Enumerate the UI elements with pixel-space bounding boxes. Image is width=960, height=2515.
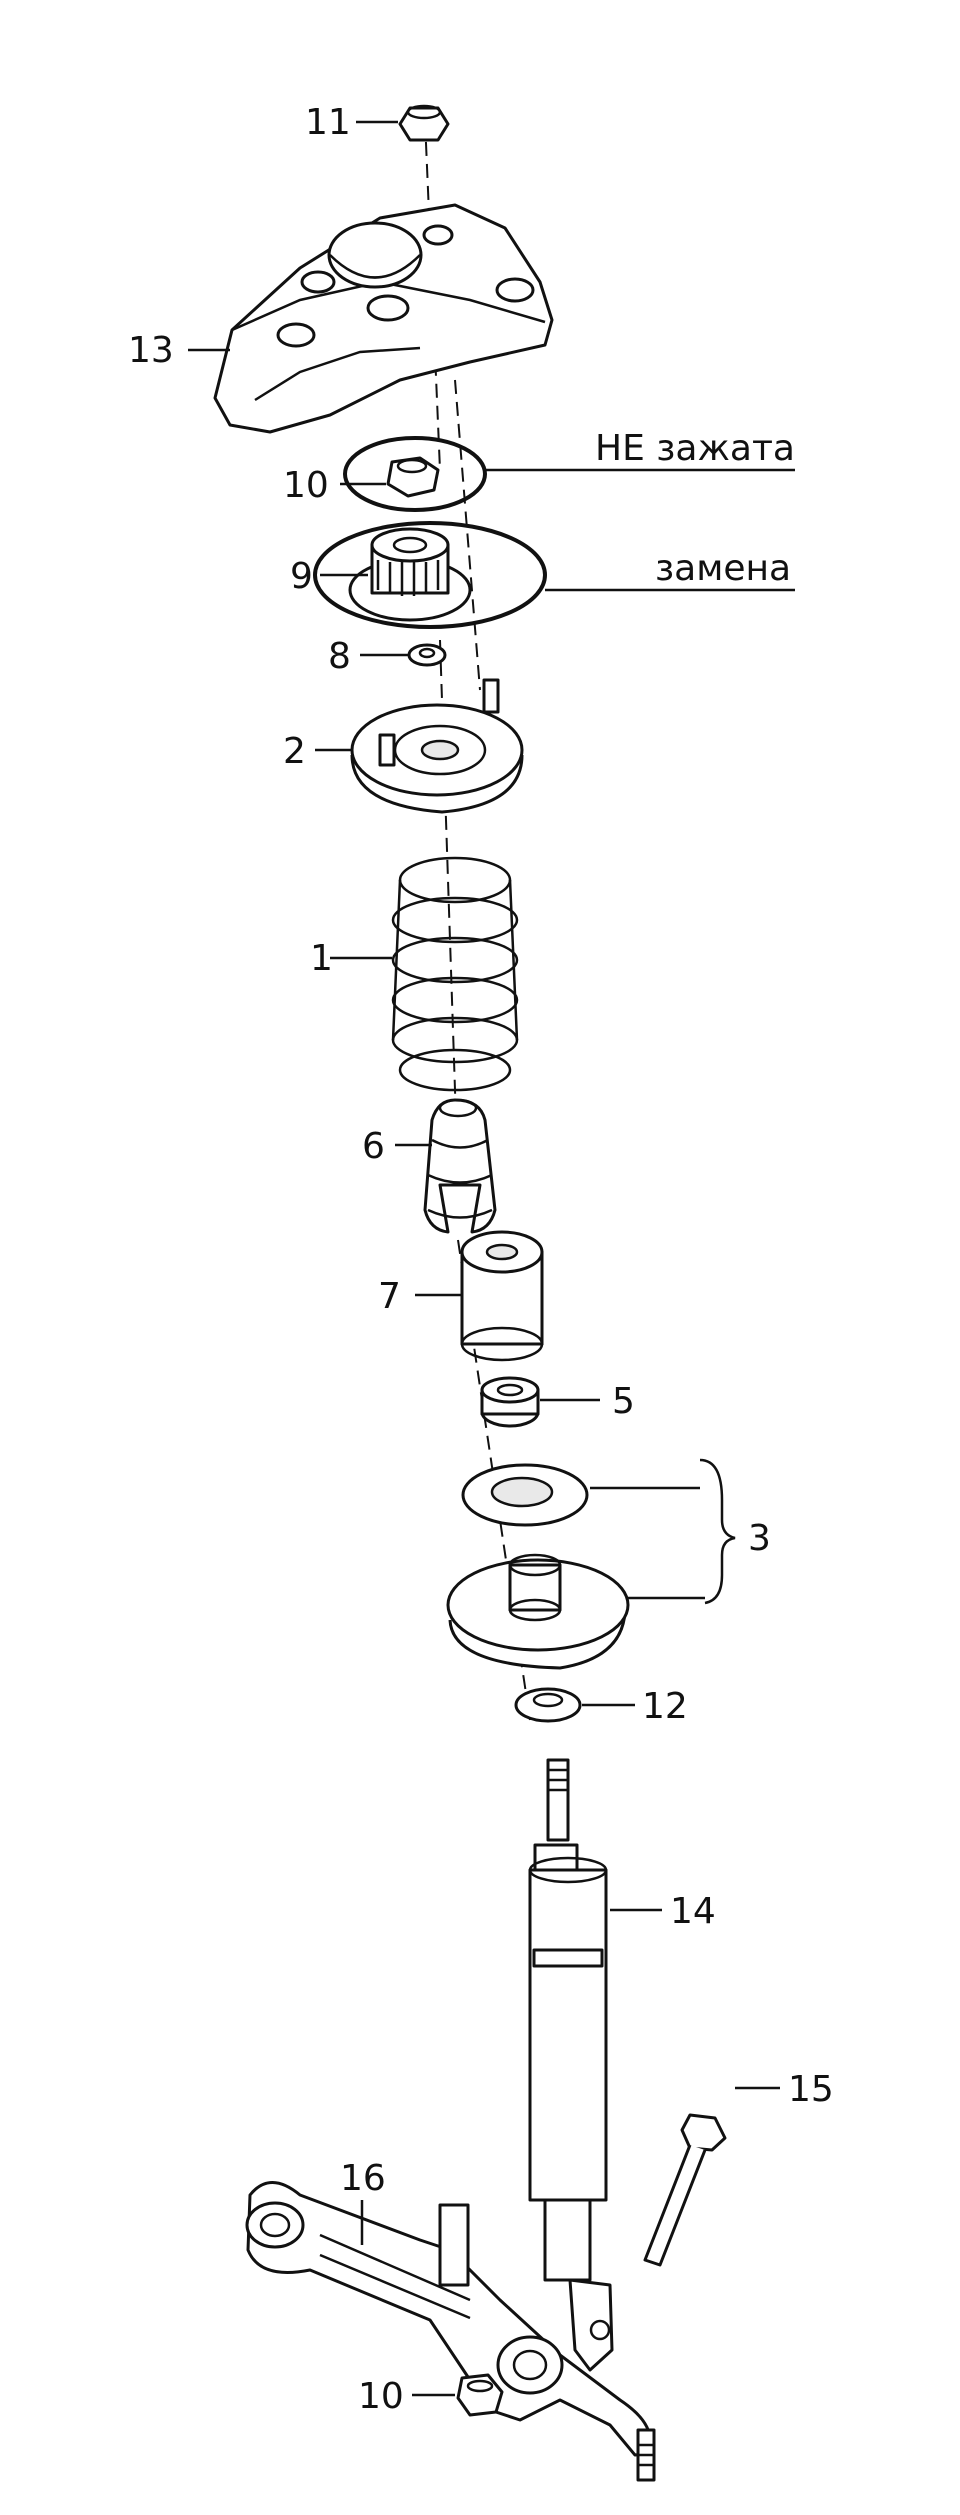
part-2-spring-seat	[350, 678, 524, 814]
part-5-sleeve	[480, 1376, 540, 1428]
callout-2: 2	[283, 731, 306, 772]
callout-labels: 11 13 10 9 8 2 1 6 7 5 3 12 14 15 16 10	[128, 102, 834, 2417]
part-14-shock-absorber	[528, 1758, 614, 2372]
callout-12: 12	[642, 1686, 688, 1727]
callout-13: 13	[128, 330, 174, 371]
part-10-lower-nut	[456, 2373, 504, 2417]
part-3-lower-spring-seats	[446, 1463, 630, 1670]
part-11-top-nut	[398, 104, 450, 142]
part-7-dust-boot	[460, 1230, 544, 1362]
callout-10-upper: 10	[283, 465, 329, 506]
part-15-bolt	[643, 2113, 727, 2267]
note-replace: замена	[655, 548, 791, 589]
callout-1: 1	[310, 938, 333, 979]
note-not-tightened: НЕ зажата	[595, 428, 795, 469]
callout-leaders	[188, 120, 780, 2397]
callout-9: 9	[290, 556, 313, 597]
ring-replace	[313, 521, 547, 629]
part-1-coil-spring	[391, 856, 519, 1092]
part-12-washer	[514, 1687, 582, 1723]
callout-11: 11	[305, 102, 351, 143]
callout-15: 15	[788, 2069, 834, 2110]
ring-not-tightened	[343, 436, 487, 512]
part-9-bearing	[348, 527, 472, 622]
part-16-control-arm	[245, 2181, 656, 2482]
callout-14: 14	[670, 1891, 716, 1932]
callout-8: 8	[328, 636, 351, 677]
part-6-bump-stop	[423, 1098, 497, 1234]
callout-5: 5	[612, 1381, 635, 1422]
callout-3: 3	[748, 1518, 771, 1559]
highlight-rings	[313, 436, 795, 629]
part-10-upper-nut	[386, 456, 440, 498]
callout-7: 7	[378, 1276, 401, 1317]
callout-10-lower: 10	[358, 2376, 404, 2417]
callout-6: 6	[362, 1126, 385, 1167]
part-13-strut-mount	[213, 203, 554, 434]
part-8-washer	[407, 643, 447, 667]
callout-16: 16	[340, 2158, 386, 2199]
annotations: НЕ зажата замена	[595, 428, 795, 589]
